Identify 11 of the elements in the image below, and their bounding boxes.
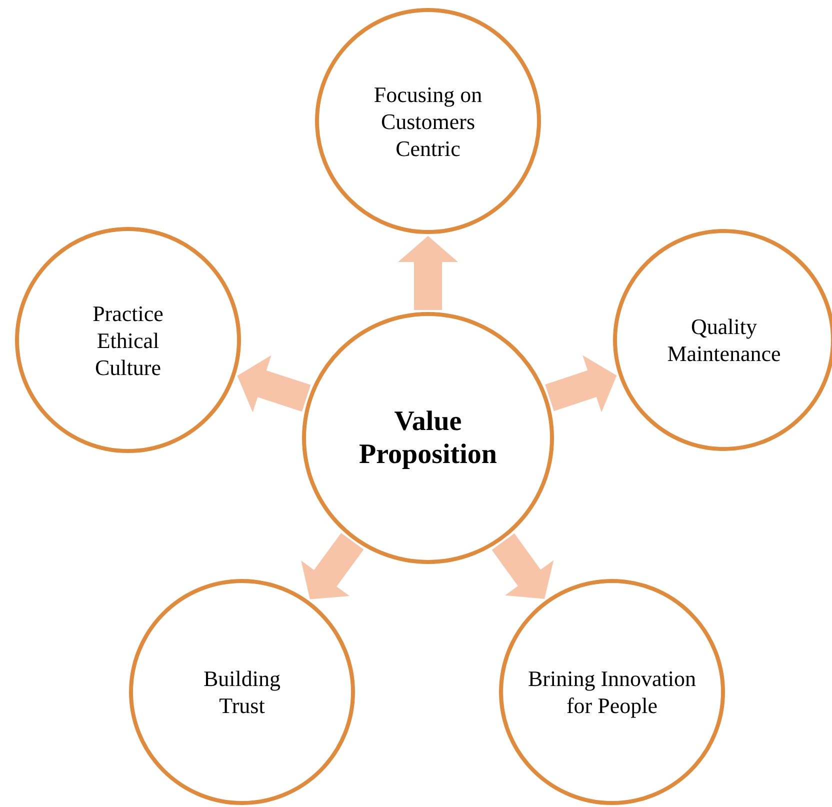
node-label: Brining Innovation for People (527, 665, 697, 719)
block-arrow (492, 533, 554, 599)
block-arrow (237, 355, 311, 412)
block-arrow (398, 236, 458, 310)
block-arrow (301, 533, 364, 600)
node-label: Quality Maintenance (666, 313, 782, 367)
node-label: Focusing on Customers Centric (372, 80, 484, 162)
node-label: Building Trust (202, 665, 282, 719)
node-label: Practice Ethical Culture (92, 300, 164, 380)
center-label: Value Proposition (358, 405, 498, 471)
block-arrow (545, 355, 617, 412)
